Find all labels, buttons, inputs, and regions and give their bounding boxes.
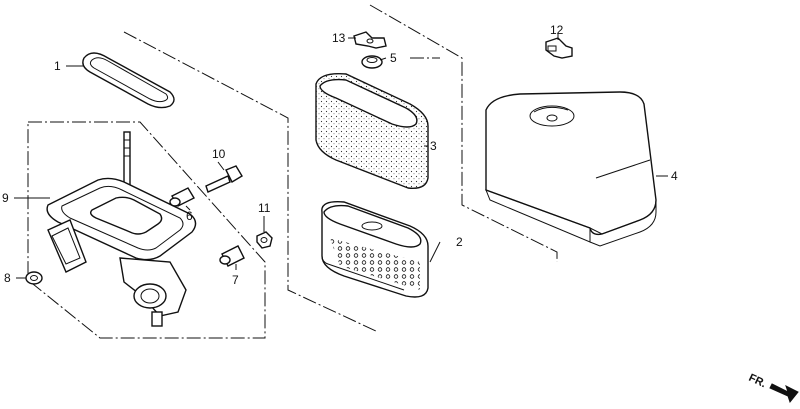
- label-part-9: 9: [2, 191, 9, 205]
- label-part-11: 11: [258, 201, 271, 215]
- bolt-part: [205, 165, 243, 193]
- collar-7-part: [219, 245, 245, 267]
- front-direction-label: FR.: [747, 372, 768, 390]
- label-part-3: 3: [430, 139, 437, 153]
- paper-element-part: [321, 201, 429, 298]
- front-direction-indicator: FR.: [747, 372, 799, 404]
- gasket-part: [82, 52, 175, 109]
- label-part-10: 10: [212, 147, 226, 161]
- label-part-8: 8: [4, 271, 11, 285]
- clip-part: [545, 37, 573, 59]
- label-part-2: 2: [456, 235, 463, 249]
- air-cleaner-cover-part: [485, 91, 657, 247]
- leader-lines: [14, 34, 668, 279]
- label-part-6: 6: [186, 209, 193, 223]
- label-part-5: 5: [390, 51, 397, 65]
- collar-6-part: [169, 187, 195, 207]
- label-part-4: 4: [671, 169, 678, 183]
- nut-11-part: [256, 231, 273, 249]
- label-part-13: 13: [332, 31, 346, 45]
- foam-element-part: [315, 73, 429, 189]
- callout-labels: 1 2 3 4 5 6 7 8 9 10 11 12 13: [2, 23, 678, 287]
- assembly-guide-lines: [27, 4, 558, 339]
- front-direction-arrow-icon: [769, 383, 799, 404]
- grommet-part: [361, 55, 383, 69]
- label-part-1: 1: [54, 59, 61, 73]
- wing-nut-part: [353, 31, 387, 49]
- label-part-12: 12: [550, 23, 564, 37]
- label-part-7: 7: [232, 273, 239, 287]
- air-cleaner-base-part: [46, 131, 197, 327]
- nut-8-part: [25, 271, 43, 285]
